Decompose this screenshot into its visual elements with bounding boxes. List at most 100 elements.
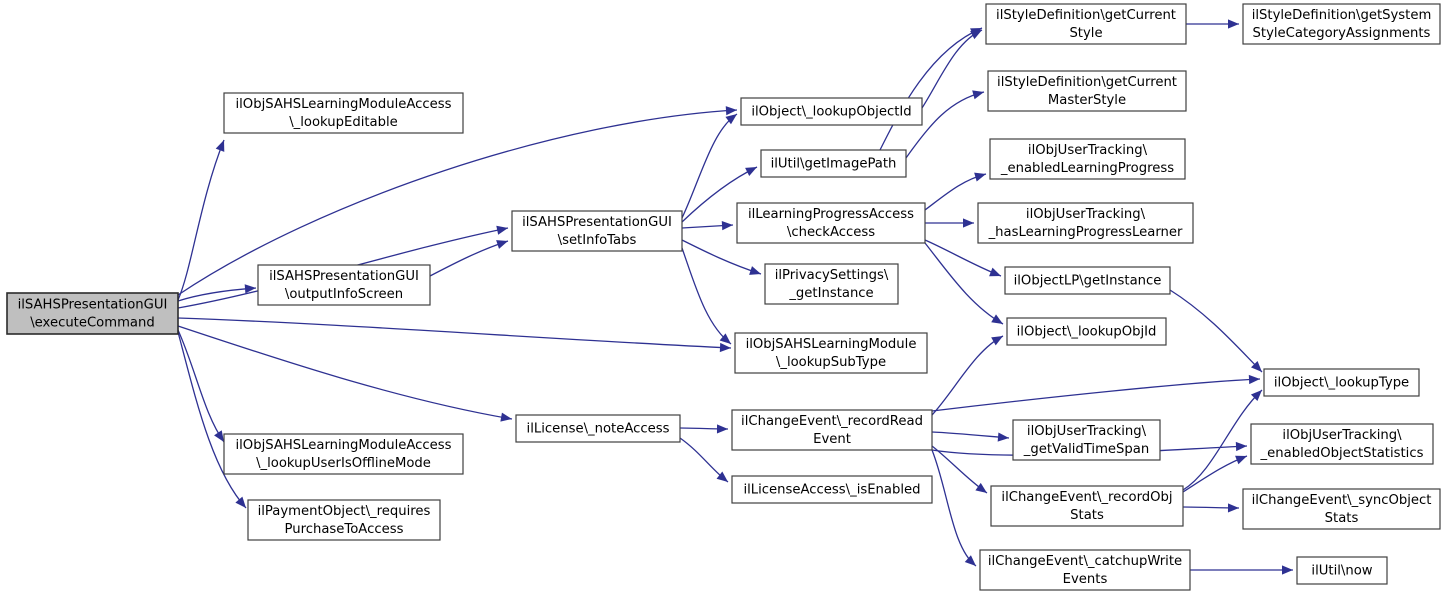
node-label-line: PurchaseToAccess	[285, 522, 404, 537]
node-label-line: ilObjUserTracking\	[1028, 143, 1148, 158]
graph-node-lookupType[interactable]: ilObject\_lookupType	[1263, 368, 1420, 397]
graph-node-utilNow[interactable]: ilUtil\now	[1296, 556, 1388, 585]
call-edge	[429, 240, 509, 277]
node-label-line: ilUtil\getImagePath	[771, 157, 897, 172]
graph-node-lookupEditable[interactable]: ilObjSAHSLearningModuleAccess\_lookupEdi…	[223, 92, 464, 134]
node-box[interactable]	[731, 475, 933, 504]
node-label-line: ilObjSAHSLearningModule	[746, 337, 917, 352]
edge-arrowhead	[725, 114, 737, 125]
node-box[interactable]	[511, 210, 683, 252]
edge-arrowhead	[749, 266, 761, 275]
node-box[interactable]	[1263, 368, 1420, 397]
graph-node-lookupObjId[interactable]: ilObject\_lookupObjId	[1006, 317, 1167, 346]
edge-arrowhead	[215, 140, 225, 152]
node-label-line: ilObjUserTracking\	[1026, 207, 1146, 222]
edge-arrowhead	[721, 221, 733, 231]
node-box[interactable]	[1006, 317, 1167, 346]
node-label-line: ilChangeEvent\_catchupWrite	[988, 554, 1182, 569]
call-edge	[931, 449, 977, 567]
call-edge	[931, 431, 1010, 439]
edge-arrowhead	[1235, 455, 1247, 465]
node-label-line: _enabledObjectStatistics	[1260, 446, 1424, 461]
node-label-line: \_lookupEditable	[289, 115, 398, 130]
graph-node-objectLPGetInstance[interactable]: ilObjectLP\getInstance	[1004, 266, 1171, 295]
node-label-line: \outputInfoScreen	[285, 287, 403, 302]
graph-node-executeCommand[interactable]: ilSAHSPresentationGUI\executeCommand	[6, 292, 179, 335]
call-edge	[921, 29, 983, 109]
node-box[interactable]	[257, 264, 431, 306]
node-label-line: Events	[1063, 572, 1108, 587]
graph-node-outputInfoScreen[interactable]: ilSAHSPresentationGUI\outputInfoScreen	[257, 264, 431, 306]
graph-node-setInfoTabs[interactable]: ilSAHSPresentationGUI\setInfoTabs	[511, 210, 683, 252]
node-label-line: ilObject\_lookupType	[1274, 376, 1409, 391]
edge-arrowhead	[496, 240, 508, 249]
node-label-line: _enabledLearningProgress	[1000, 161, 1174, 176]
graph-node-hasLearningProgressLearner[interactable]: ilObjUserTracking\_hasLearningProgressLe…	[977, 202, 1194, 244]
node-box[interactable]	[1004, 266, 1171, 295]
node-box[interactable]	[736, 202, 926, 244]
graph-node-requiresPurchaseToAccess[interactable]: ilPaymentObject\_requiresPurchaseToAcces…	[247, 499, 441, 541]
edge-arrowhead	[1227, 503, 1239, 513]
graph-node-noteAccess[interactable]: ilLicense\_noteAccess	[515, 414, 681, 443]
graph-node-getValidTimeSpan[interactable]: ilObjUserTracking\_getValidTimeSpan	[1012, 419, 1161, 461]
call-edge	[924, 242, 1004, 325]
graph-node-checkAccess[interactable]: ilLearningProgressAccess\checkAccess	[736, 202, 926, 244]
edge-arrowhead	[964, 555, 976, 566]
call-edge	[177, 109, 738, 296]
graph-node-lookupSubType[interactable]: ilObjSAHSLearningModule\_lookupSubType	[734, 332, 928, 374]
graph-node-enabledLearningProgress[interactable]: ilObjUserTracking\ _enabledLearningProgre…	[989, 138, 1186, 180]
node-label-line: ilLicense\_noteAccess	[527, 422, 670, 437]
node-box[interactable]	[990, 485, 1184, 527]
graph-node-lookupObjectId[interactable]: ilObject\_lookupObjectId	[740, 97, 923, 126]
node-box[interactable]	[515, 414, 681, 443]
node-box[interactable]	[1242, 3, 1441, 45]
graph-node-privacyGetInstance[interactable]: ilPrivacySettings\_getInstance	[764, 263, 899, 305]
edge-arrowhead	[716, 471, 728, 482]
graph-node-enabledObjectStatistics[interactable]: ilObjUserTracking\_enabledObjectStatisti…	[1250, 423, 1434, 465]
node-box[interactable]	[1296, 556, 1388, 585]
node-label-line: ilChangeEvent\_recordObj	[1001, 490, 1172, 505]
call-edge	[931, 378, 1261, 412]
node-box[interactable]	[1012, 419, 1161, 461]
edge-arrowhead	[719, 333, 731, 344]
node-label-line: ilObjSAHSLearningModuleAccess	[235, 438, 451, 453]
node-box[interactable]	[1242, 488, 1441, 530]
node-box[interactable]	[977, 202, 1194, 244]
node-box[interactable]	[1250, 423, 1434, 465]
node-box[interactable]	[223, 433, 464, 475]
graph-node-lookupUserIsOfflineMode[interactable]: ilObjSAHSLearningModuleAccess\_lookupUse…	[223, 433, 464, 475]
node-label-line: ilObject\_lookupObjectId	[751, 105, 911, 120]
node-box[interactable]	[247, 499, 441, 541]
node-box[interactable]	[740, 97, 923, 126]
node-box[interactable]	[764, 263, 899, 305]
graph-node-licenseAccessIsEnabled[interactable]: ilLicenseAccess\_isEnabled	[731, 475, 933, 504]
node-box[interactable]	[223, 92, 464, 134]
node-label-line: ilPaymentObject\_requires	[258, 504, 431, 519]
call-edge	[931, 335, 1004, 416]
node-box[interactable]	[6, 292, 179, 335]
node-box[interactable]	[734, 332, 928, 374]
node-box[interactable]	[987, 70, 1187, 112]
node-label-line: Event	[813, 432, 851, 447]
node-label-line: ilLicenseAccess\_isEnabled	[743, 483, 920, 498]
edge-arrowhead	[725, 106, 737, 116]
node-label-line: _getInstance	[788, 286, 873, 301]
node-box[interactable]	[989, 138, 1186, 180]
node-label-line: ilSAHSPresentationGUI	[18, 298, 168, 313]
node-box[interactable]	[731, 409, 933, 451]
graph-node-getImagePath[interactable]: ilUtil\getImagePath	[760, 149, 907, 178]
graph-node-getSystemStyleCategory[interactable]: ilStyleDefinition\getSystemStyleCategory…	[1242, 3, 1441, 45]
node-box[interactable]	[979, 549, 1191, 591]
node-box[interactable]	[760, 149, 907, 178]
node-label-line: ilSAHSPresentationGUI	[522, 215, 672, 230]
edge-arrowhead	[716, 424, 728, 434]
node-box[interactable]	[985, 3, 1187, 45]
edges-layer	[177, 19, 1293, 575]
